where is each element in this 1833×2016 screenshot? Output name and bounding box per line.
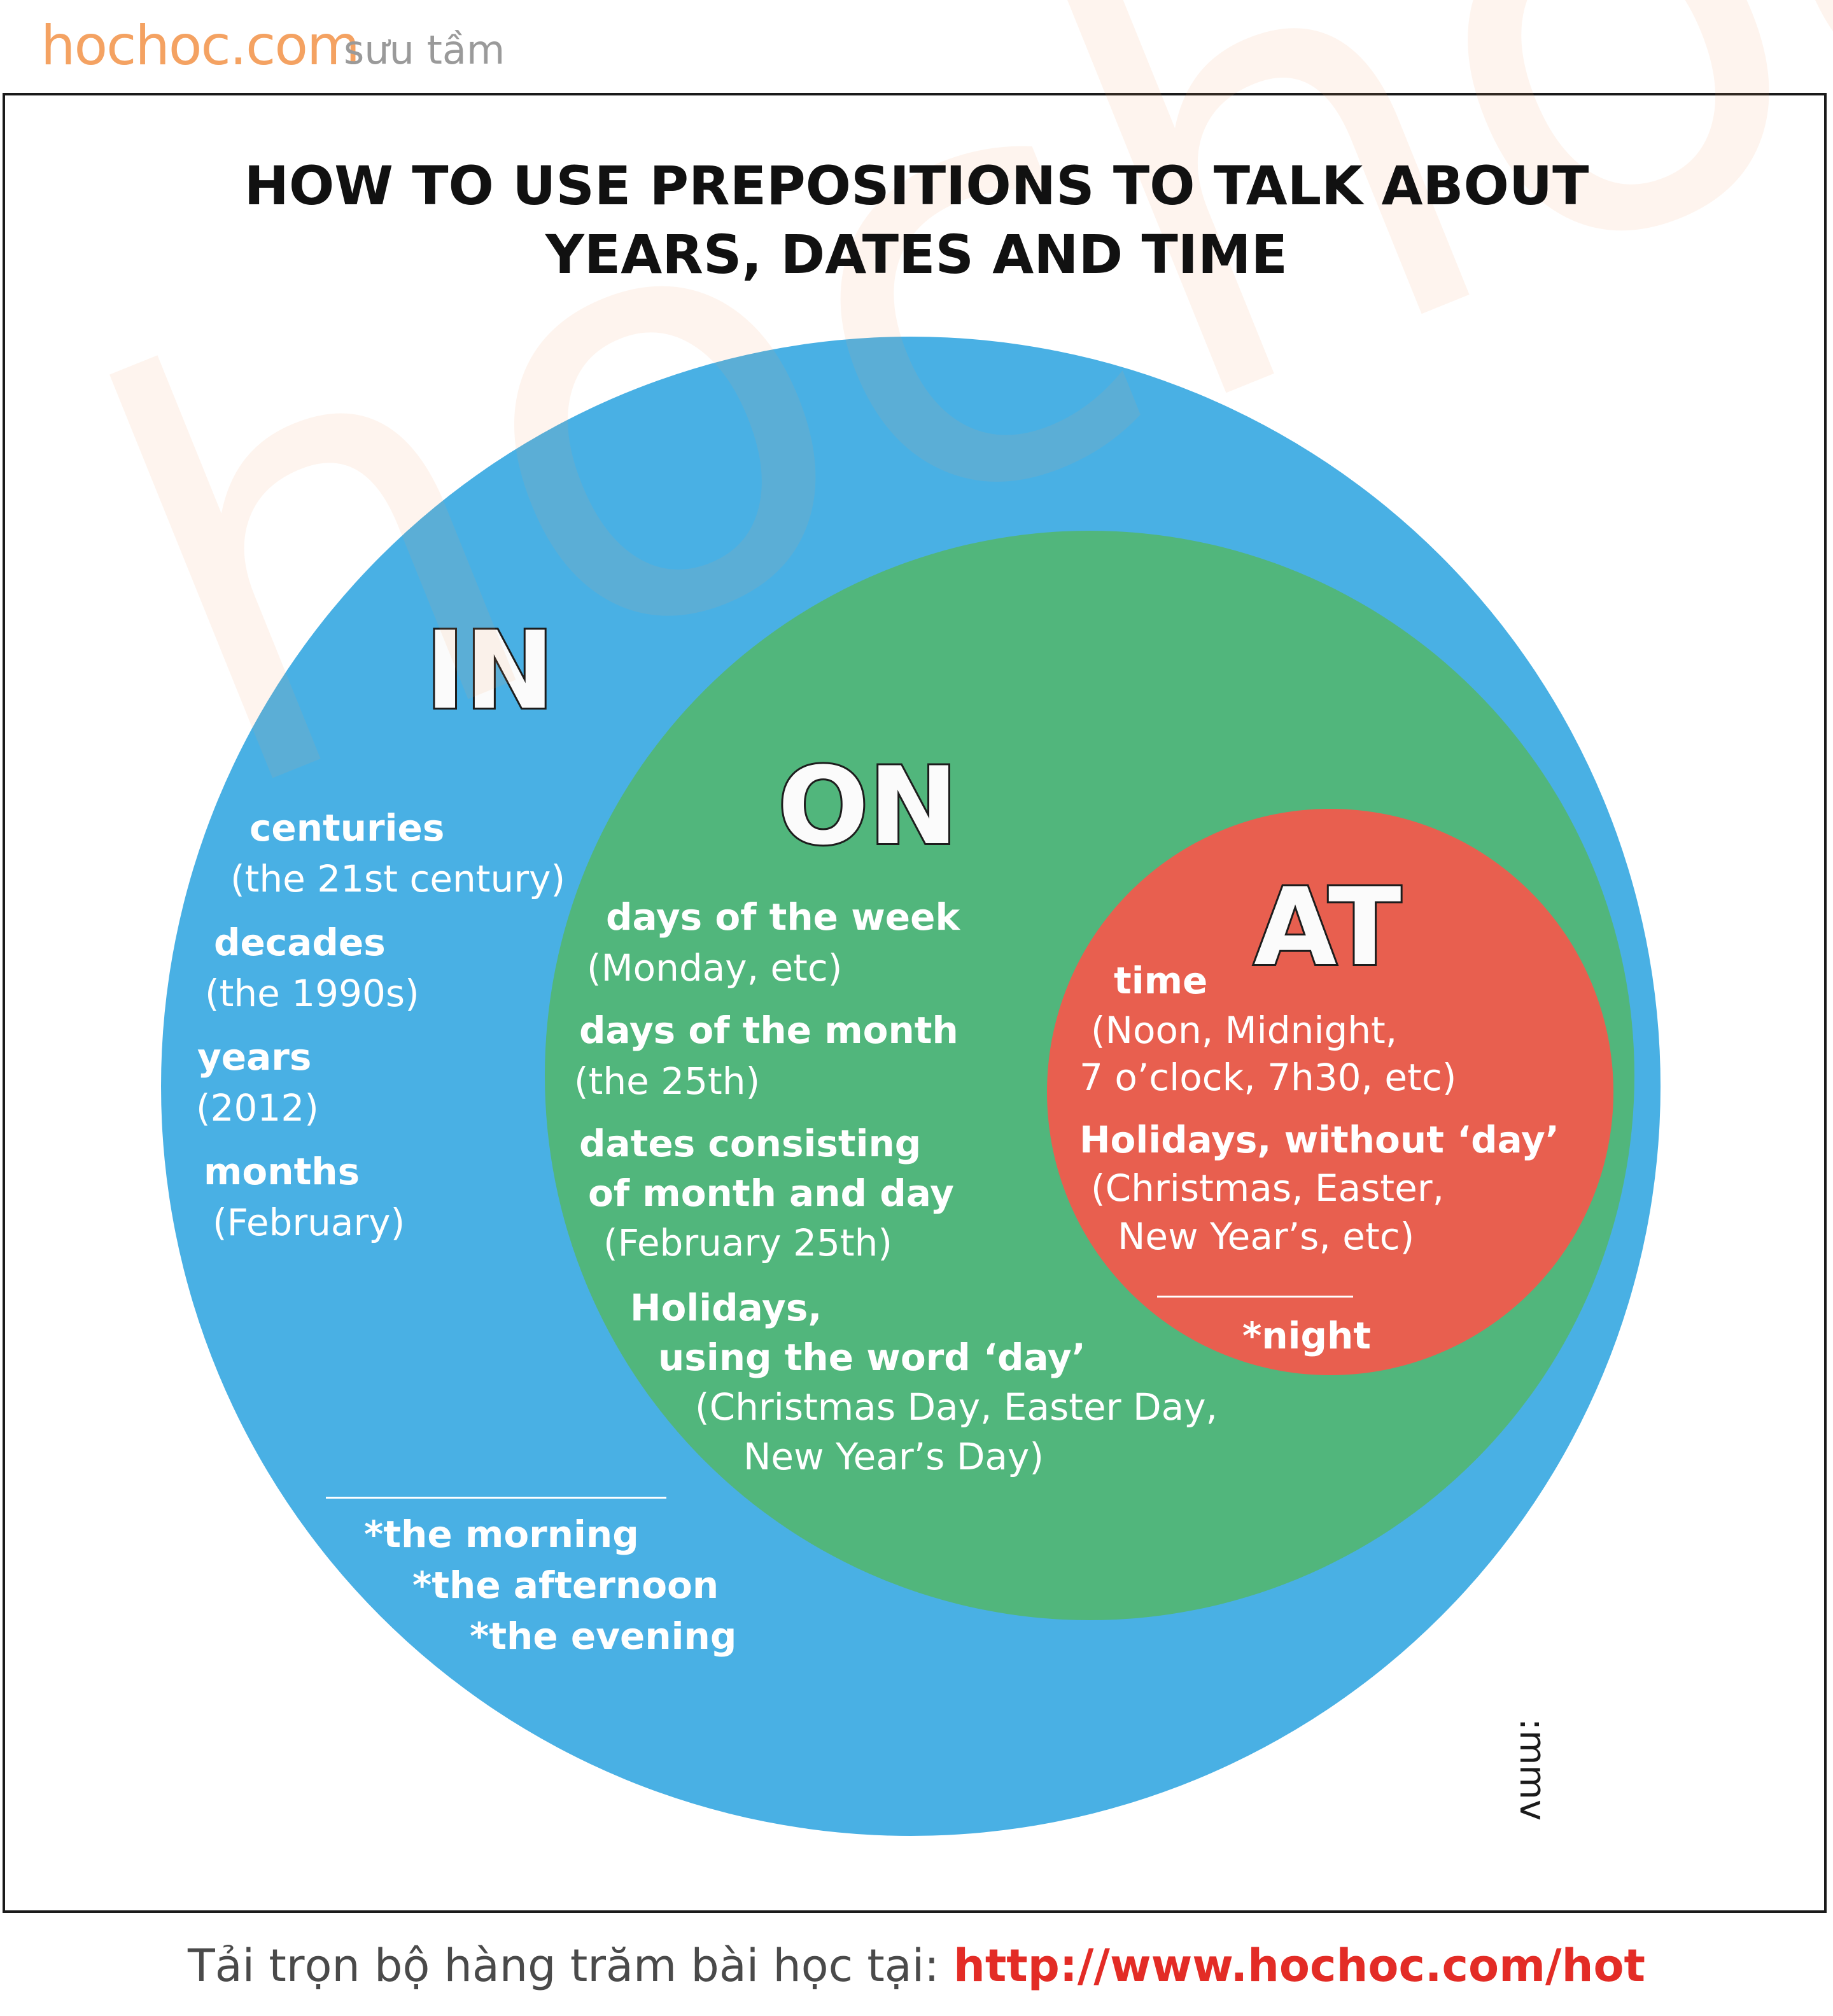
at-heading: AT [1254,865,1401,990]
footer-link[interactable]: http://www.hochoc.com/hot [953,1940,1646,1992]
on-heading: ON [778,744,958,869]
in-heading: IN [425,608,554,733]
title-line-2: YEARS, DATES AND TIME [545,223,1288,286]
at-item-example: (Christmas, Easter, [1091,1166,1445,1210]
footer-text: Tải trọn bộ hàng trăm bài học tại: [187,1940,953,1992]
at-divider [1157,1296,1353,1298]
brand-subtitle: sưu tầm [344,27,505,73]
on-item-example: New Year’s Day) [743,1435,1044,1478]
at-item-term: Holidays, without ‘day’ [1079,1118,1559,1161]
in-item-term: decades [214,921,386,964]
in-divider [326,1497,666,1499]
footer: Tải trọn bộ hàng trăm bài học tại: http:… [0,1940,1833,1992]
on-item-example: (February 25th) [603,1221,893,1264]
in-special: *the morning [364,1513,639,1556]
on-item-example: (Monday, etc) [587,946,843,990]
on-item-example: (Christmas Day, Easter Day, [695,1385,1218,1429]
in-item-example: (the 1990s) [205,972,419,1015]
on-item-term: Holidays, [630,1286,822,1329]
on-item-term: of month and day [588,1172,954,1215]
in-special: *the afternoon [412,1564,719,1607]
on-item-example: (the 25th) [574,1060,761,1103]
at-circle [1047,809,1613,1375]
on-item-term: days of the week [606,895,960,939]
brand-logo: hochoc.com [41,14,360,78]
in-item-term: years [197,1035,312,1079]
in-item-example: (February) [213,1201,405,1244]
in-special: *the evening [470,1614,737,1658]
poster-title: HOW TO USE PREPOSITIONS TO TALK ABOUT YE… [0,151,1833,289]
author-credit: :mmv [1512,1718,1553,1821]
at-item-term: time [1114,959,1208,1002]
in-item-term: months [204,1150,360,1193]
in-item-example: (the 21st century) [230,857,566,900]
at-item-example: New Year’s, etc) [1118,1215,1415,1258]
at-item-example: 7 o’clock, 7h30, etc) [1079,1056,1457,1099]
on-item-term: dates consisting [579,1122,922,1165]
in-item-example: (2012) [196,1086,319,1130]
at-special: *night [1242,1314,1372,1357]
title-line-1: HOW TO USE PREPOSITIONS TO TALK ABOUT [244,155,1589,217]
at-item-example: (Noon, Midnight, [1091,1009,1398,1052]
on-item-term: using the word ‘day’ [658,1336,1086,1379]
in-item-term: centuries [249,806,445,850]
on-item-term: days of the month [579,1009,959,1052]
